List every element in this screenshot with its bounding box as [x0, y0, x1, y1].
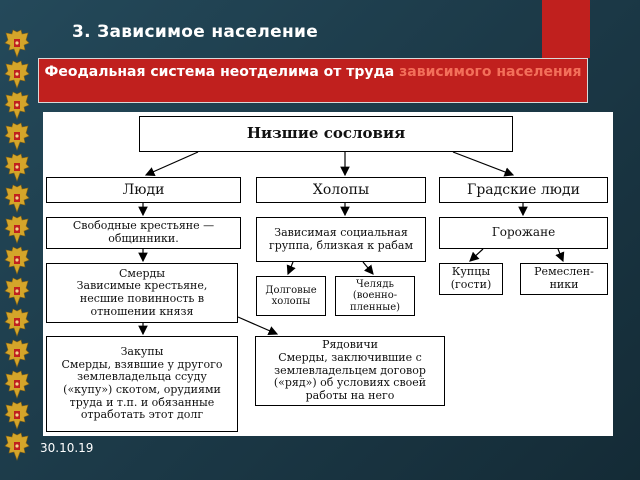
red-accent-block — [542, 0, 590, 58]
banner-text: Феодальная система неотделима от труда — [44, 64, 400, 80]
box-serfs: Холопы — [256, 177, 426, 203]
double-headed-eagle-icon — [3, 183, 31, 215]
box-people: Люди — [46, 177, 241, 203]
box-dependent-group: Зависимая социальная группа, близкая к р… — [256, 217, 426, 262]
double-headed-eagle-icon — [3, 59, 31, 91]
double-headed-eagle-icon — [3, 152, 31, 184]
double-headed-eagle-icon — [3, 276, 31, 308]
double-headed-eagle-icon — [3, 307, 31, 339]
slide-heading: 3. Зависимое население — [72, 22, 319, 42]
double-headed-eagle-icon — [3, 90, 31, 122]
arrow-dependent-debt — [286, 261, 296, 276]
box-chelyad: Челядь (военно-пленные) — [335, 276, 415, 316]
box-free-peasants: Свободные крестьяне — общинники. — [46, 217, 241, 249]
box-smerdy: Смерды Зависимые крестьяне, несшие повин… — [46, 263, 238, 323]
slide-date: 30.10.19 — [40, 441, 94, 455]
diagram-connectors — [138, 151, 565, 336]
double-headed-eagle-icon — [3, 400, 31, 432]
arrow-root-people — [144, 151, 199, 176]
banner: Феодальная система неотделима от труда з… — [38, 58, 588, 103]
double-headed-eagle-icon — [3, 214, 31, 246]
arrow-smerdy-ryadovichi — [237, 316, 279, 336]
box-merchants: Купцы (гости) — [439, 263, 503, 295]
double-headed-eagle-icon — [3, 245, 31, 277]
emblem-strip — [0, 0, 34, 480]
double-headed-eagle-icon — [3, 28, 31, 60]
box-townsmen: Градские люди — [439, 177, 608, 203]
double-headed-eagle-icon — [3, 121, 31, 153]
arrow-gorozhane-artisans — [555, 248, 565, 263]
box-debt-serfs: Долговые холопы — [256, 276, 326, 316]
double-headed-eagle-icon — [3, 369, 31, 401]
double-headed-eagle-icon — [3, 431, 31, 463]
box-artisans: Ремеслен-ники — [520, 263, 608, 295]
arrow-root-townsmen — [452, 151, 515, 177]
diagram: Низшие сословия Люди Холопы Градские люд… — [43, 112, 613, 436]
arrow-dependent-chelyad — [362, 261, 374, 275]
box-ryadovichi: Рядовичи Смерды, заключившие с землевлад… — [255, 336, 445, 406]
double-headed-eagle-icon — [3, 338, 31, 370]
box-zakupy: Закупы Смерды, взявшие у другого землевл… — [46, 336, 238, 432]
banner-highlight: зависимого населения — [399, 64, 582, 80]
box-root: Низшие сословия — [139, 116, 513, 152]
box-gorozhane: Горожане — [439, 217, 608, 249]
arrow-gorozhane-merchants — [469, 248, 484, 262]
